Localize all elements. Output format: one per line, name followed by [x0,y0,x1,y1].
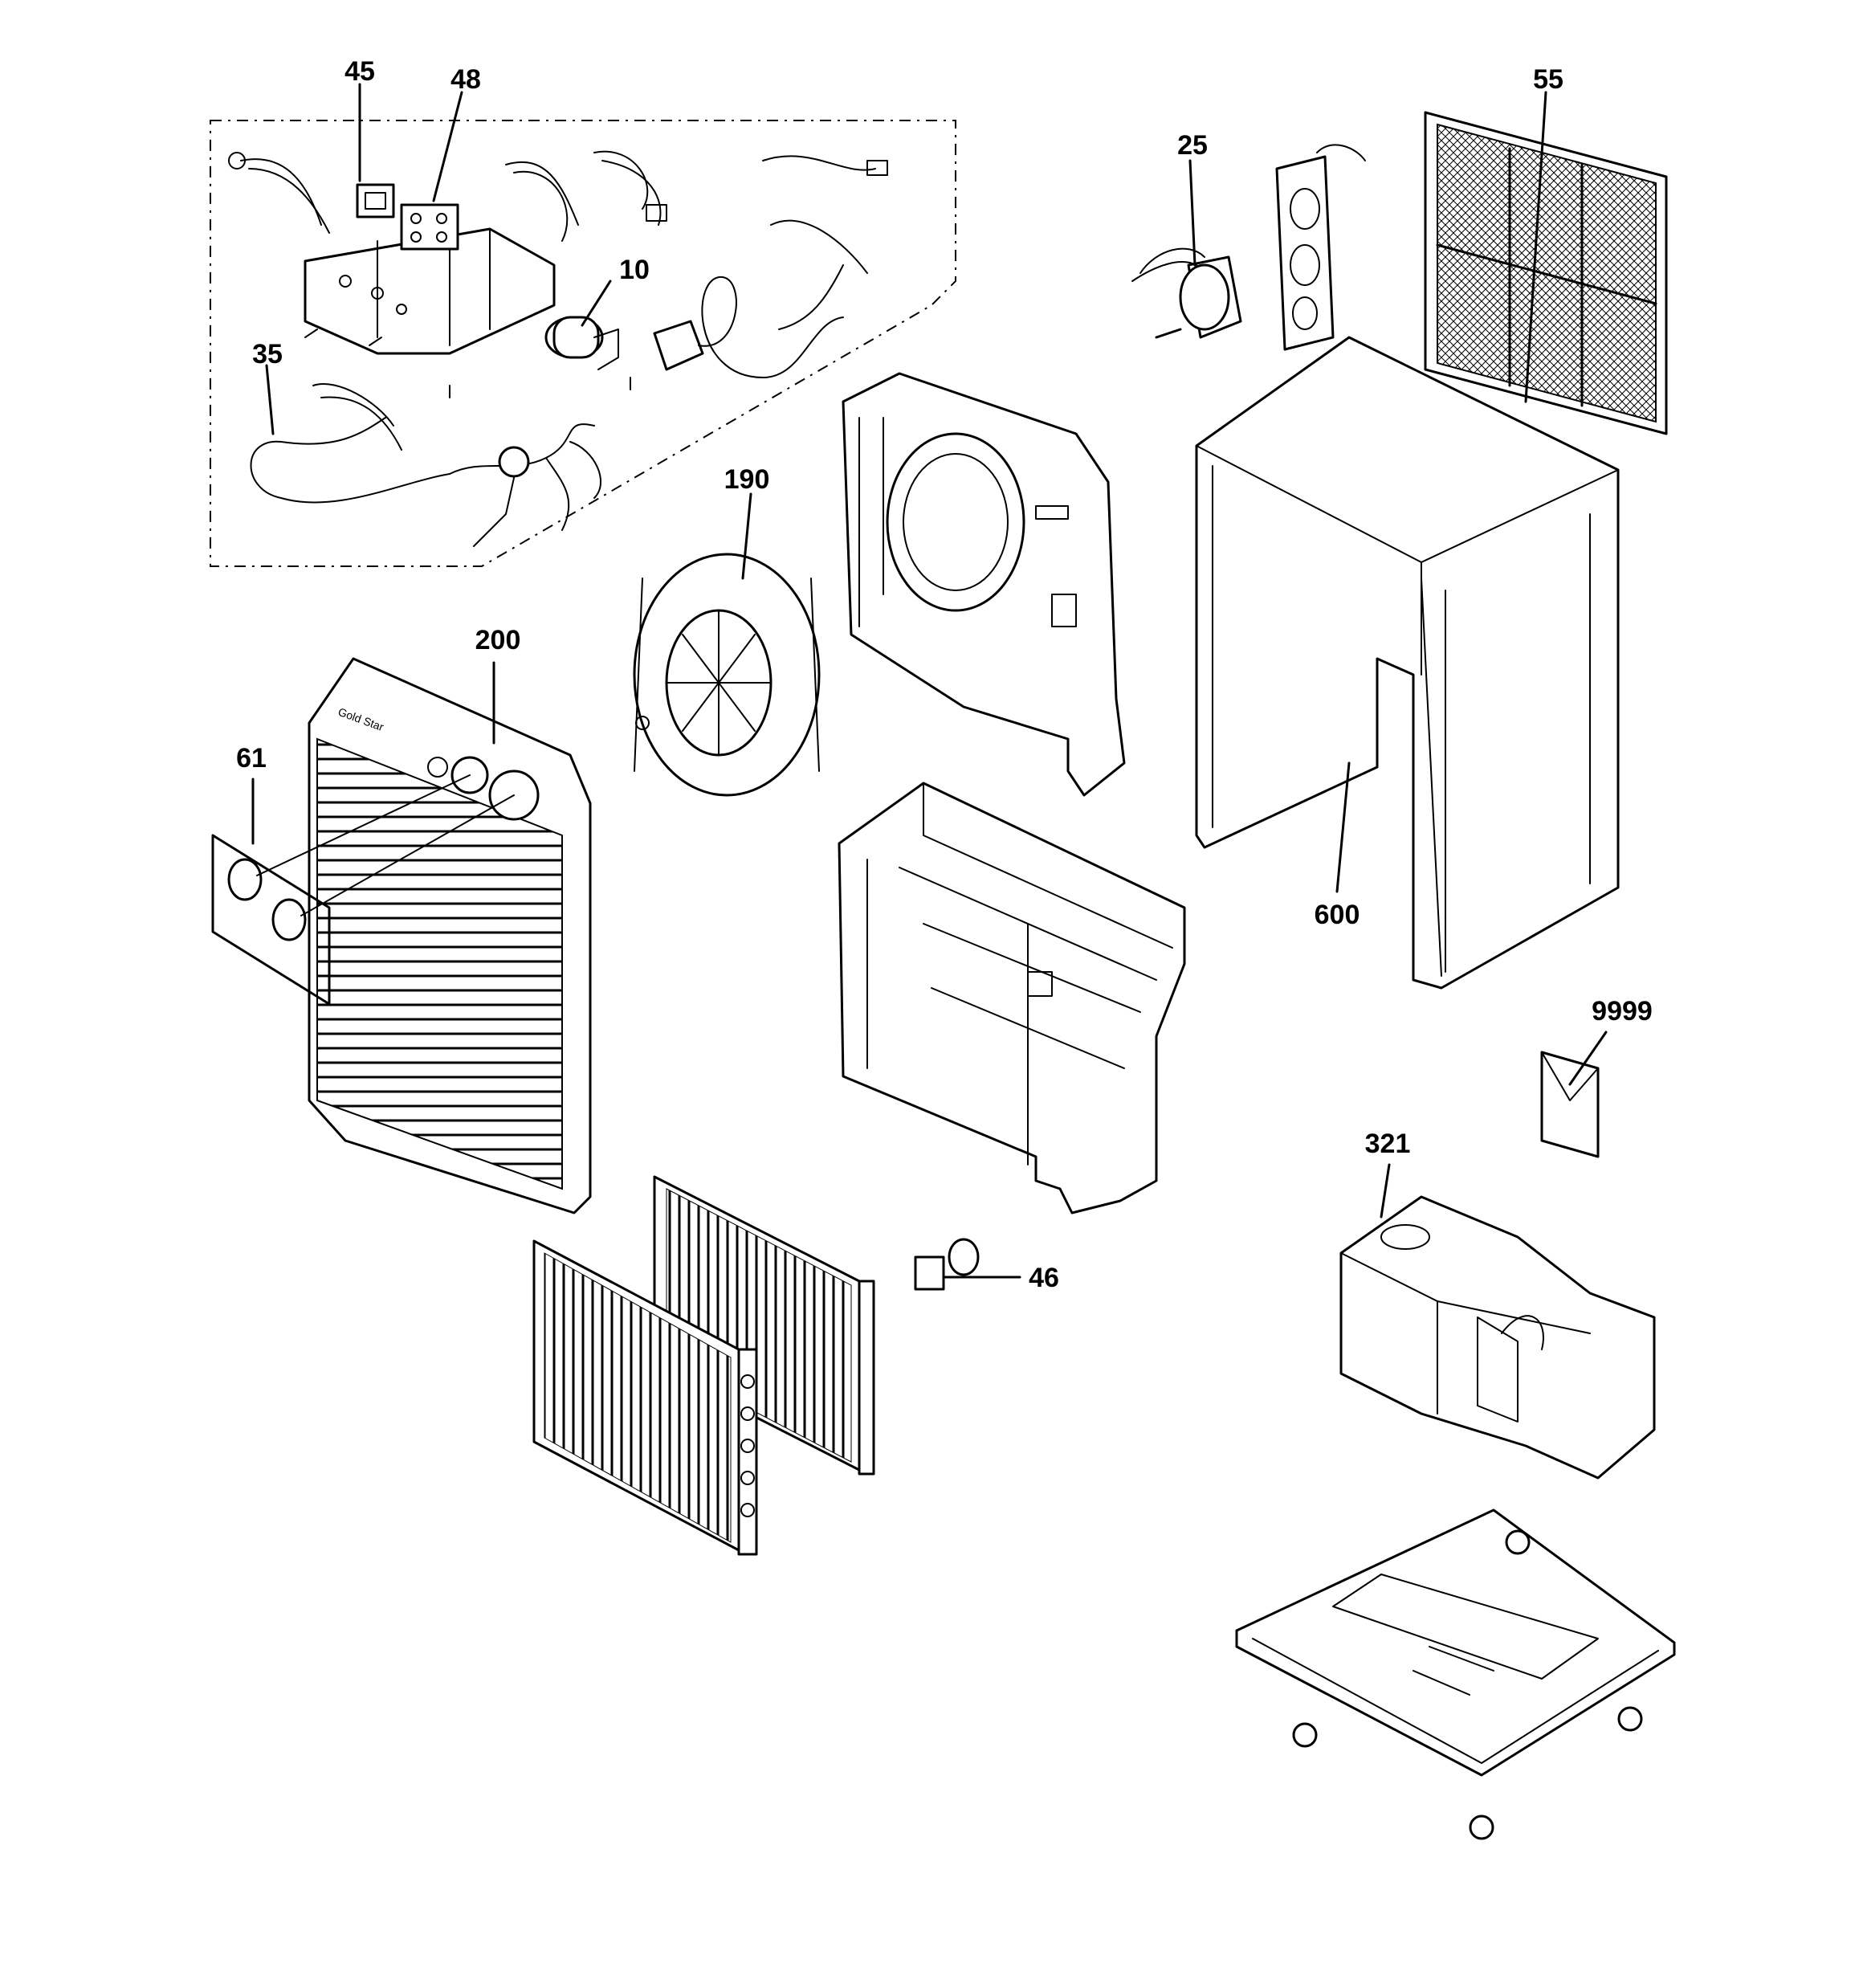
callout-55: 55 [1533,64,1563,95]
callout-46: 46 [1029,1263,1059,1293]
power-cord [653,276,844,378]
switch-45[interactable] [356,183,395,218]
evaporator-coil [653,1175,875,1476]
leader-lines [251,83,1608,1219]
relay-48[interactable] [400,203,459,251]
float-switch-46[interactable] [914,1238,1021,1291]
callout-9999: 9999 [1592,996,1653,1027]
front-panel-200[interactable]: Gold Star [308,657,592,1214]
harness-35[interactable] [250,383,602,547]
blower-wheel-190[interactable] [633,553,821,797]
electrical-kit-group [210,120,956,567]
capacitor-10[interactable] [544,316,619,370]
callout-200: 200 [475,625,521,655]
control-bracket [304,224,556,355]
filter-55[interactable] [1424,111,1668,435]
callout-labels: 45 48 10 35 25 55 190 200 61 600 9999 32… [236,56,1653,1293]
callout-45: 45 [344,56,375,87]
callout-61: 61 [236,743,267,774]
fan-housing [842,372,1126,797]
motor-bracket [1275,144,1366,351]
fan-motor-25[interactable] [1131,247,1242,339]
callout-10: 10 [619,255,650,285]
callout-321: 321 [1365,1129,1411,1159]
base-with-casters [1235,1508,1676,1840]
manual-envelope-9999[interactable] [1540,1051,1600,1158]
knobs-61[interactable] [211,774,515,1006]
callout-190: 190 [724,464,770,495]
callout-600: 600 [1315,900,1360,930]
chassis [838,782,1186,1214]
cabinet-600[interactable] [1195,336,1620,990]
condenser-coil [532,1239,758,1556]
screws [304,329,631,398]
water-bucket-321[interactable] [1339,1195,1656,1480]
electrical-kit-boundary [210,120,956,567]
callout-48: 48 [450,64,481,95]
wire-harnesses [228,150,888,330]
callout-25: 25 [1177,130,1208,161]
callout-35: 35 [252,339,283,369]
